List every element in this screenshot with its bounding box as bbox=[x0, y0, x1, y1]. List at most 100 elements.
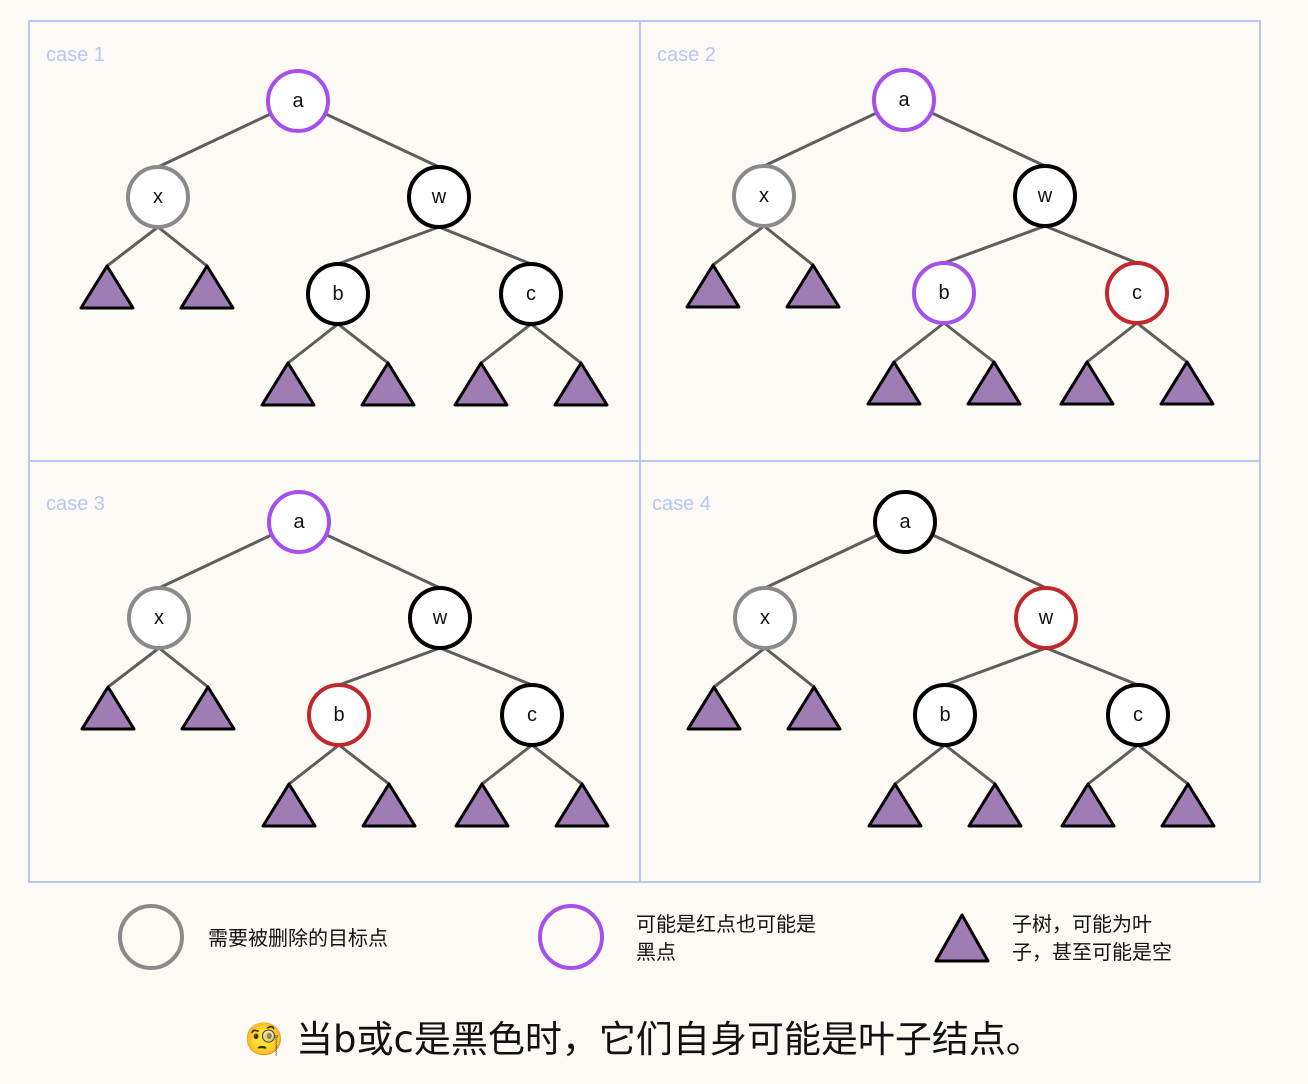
node-circle bbox=[267, 490, 331, 554]
tree-edge bbox=[439, 646, 533, 687]
subtree-triangle bbox=[454, 782, 510, 828]
tree-edge bbox=[338, 646, 441, 687]
subtree-triangle bbox=[686, 685, 742, 731]
node-circle bbox=[733, 586, 797, 650]
subtree-triangle bbox=[260, 361, 316, 407]
tree-node-c: c bbox=[1105, 261, 1169, 325]
subtree-triangle bbox=[685, 263, 741, 309]
legend-text-line: 黑点 bbox=[636, 940, 676, 964]
legend: 需要被删除的目标点 可能是红点也可能是 黑点 子树，可能为叶 子，甚至可能是空 bbox=[118, 904, 1172, 970]
tree-edge bbox=[1086, 321, 1138, 364]
tree-edge bbox=[764, 646, 815, 689]
subtree-triangle bbox=[553, 361, 609, 407]
node-label: a bbox=[898, 89, 910, 111]
subtree-triangle bbox=[360, 361, 416, 407]
tree-edge bbox=[1045, 646, 1139, 687]
legend-item-subtree: 子树，可能为叶 子，甚至可能是空 bbox=[934, 912, 1172, 964]
subtree-triangle bbox=[361, 782, 417, 828]
tree-node-c: c bbox=[500, 683, 564, 747]
tree-edge bbox=[1136, 321, 1188, 364]
subtree-triangle bbox=[967, 782, 1023, 828]
legend-text-line: 子树，可能为叶 bbox=[1012, 912, 1152, 936]
subtree-triangle bbox=[1060, 782, 1116, 828]
node-label: b bbox=[939, 704, 950, 726]
tree-edge bbox=[944, 743, 996, 786]
node-label: b bbox=[332, 283, 343, 305]
tree-edge bbox=[1137, 743, 1189, 786]
tree-node-x: x bbox=[733, 586, 797, 650]
tree-edge bbox=[531, 743, 583, 786]
node-label: x bbox=[153, 186, 163, 208]
node-circle bbox=[913, 683, 977, 747]
case-label: case 2 bbox=[657, 44, 716, 66]
either-color-node-symbol bbox=[538, 904, 604, 970]
node-label: c bbox=[527, 704, 537, 726]
node-label: a bbox=[292, 90, 304, 112]
node-circle bbox=[873, 490, 937, 554]
tree-edge bbox=[337, 322, 389, 365]
node-circle bbox=[407, 165, 471, 229]
node-circle bbox=[307, 683, 371, 747]
node-label: b bbox=[333, 704, 344, 726]
subtree-triangle bbox=[1059, 360, 1115, 406]
tree-edge bbox=[530, 322, 582, 365]
node-label: c bbox=[1133, 704, 1143, 726]
tree-node-x: x bbox=[127, 586, 191, 650]
tree-node-b: b bbox=[307, 683, 371, 747]
tree-edge bbox=[438, 225, 532, 266]
case-3-panel: case 3 a x w b c bbox=[46, 490, 610, 828]
node-circle bbox=[1105, 261, 1169, 325]
legend-item-either: 可能是红点也可能是 黑点 bbox=[538, 904, 816, 970]
tree-edge bbox=[943, 224, 1046, 265]
tree-node-a: a bbox=[267, 490, 331, 554]
tree-edge bbox=[1087, 743, 1139, 786]
tree-node-w: w bbox=[1014, 586, 1078, 650]
tree-node-c: c bbox=[499, 262, 563, 326]
subtree-triangle bbox=[554, 782, 610, 828]
tree-edge bbox=[713, 646, 766, 689]
panel-grid bbox=[28, 20, 1261, 883]
node-circle bbox=[732, 164, 796, 228]
subtree-triangle bbox=[261, 782, 317, 828]
tree-edge bbox=[893, 321, 945, 364]
subtree-triangle-symbol bbox=[934, 913, 990, 963]
subtree-triangle bbox=[179, 264, 235, 310]
tree-edge bbox=[338, 743, 390, 786]
tree-node-x: x bbox=[732, 164, 796, 228]
node-label: c bbox=[1132, 282, 1142, 304]
tree-edge bbox=[1044, 224, 1138, 265]
tree-edge bbox=[288, 743, 340, 786]
node-circle bbox=[306, 262, 370, 326]
node-label: w bbox=[1038, 607, 1054, 629]
subtree-triangle bbox=[453, 361, 509, 407]
tree-node-b: b bbox=[306, 262, 370, 326]
tree-edge bbox=[157, 225, 208, 268]
subtree-triangle bbox=[786, 685, 842, 731]
node-circle bbox=[266, 69, 330, 133]
panel-frame bbox=[28, 20, 1261, 883]
node-label: a bbox=[899, 511, 911, 533]
subtree-triangle bbox=[785, 263, 841, 309]
subtree-triangle bbox=[1160, 782, 1216, 828]
tree-node-b: b bbox=[913, 683, 977, 747]
legend-text-line: 需要被删除的目标点 bbox=[208, 926, 388, 950]
legend-text-line: 可能是红点也可能是 bbox=[636, 912, 816, 936]
node-circle bbox=[500, 683, 564, 747]
node-circle bbox=[126, 165, 190, 229]
tree-edge bbox=[481, 743, 533, 786]
node-label: w bbox=[432, 607, 448, 629]
tree-edge bbox=[894, 743, 946, 786]
tree-edge bbox=[763, 224, 814, 267]
node-circle bbox=[408, 586, 472, 650]
node-label: x bbox=[154, 607, 164, 629]
case-label: case 3 bbox=[46, 493, 105, 515]
subtree-triangle bbox=[1159, 360, 1215, 406]
node-label: a bbox=[293, 511, 305, 533]
tree-edge bbox=[158, 646, 209, 689]
tree-node-a: a bbox=[872, 68, 936, 132]
legend-item-target: 需要被删除的目标点 bbox=[118, 904, 388, 970]
